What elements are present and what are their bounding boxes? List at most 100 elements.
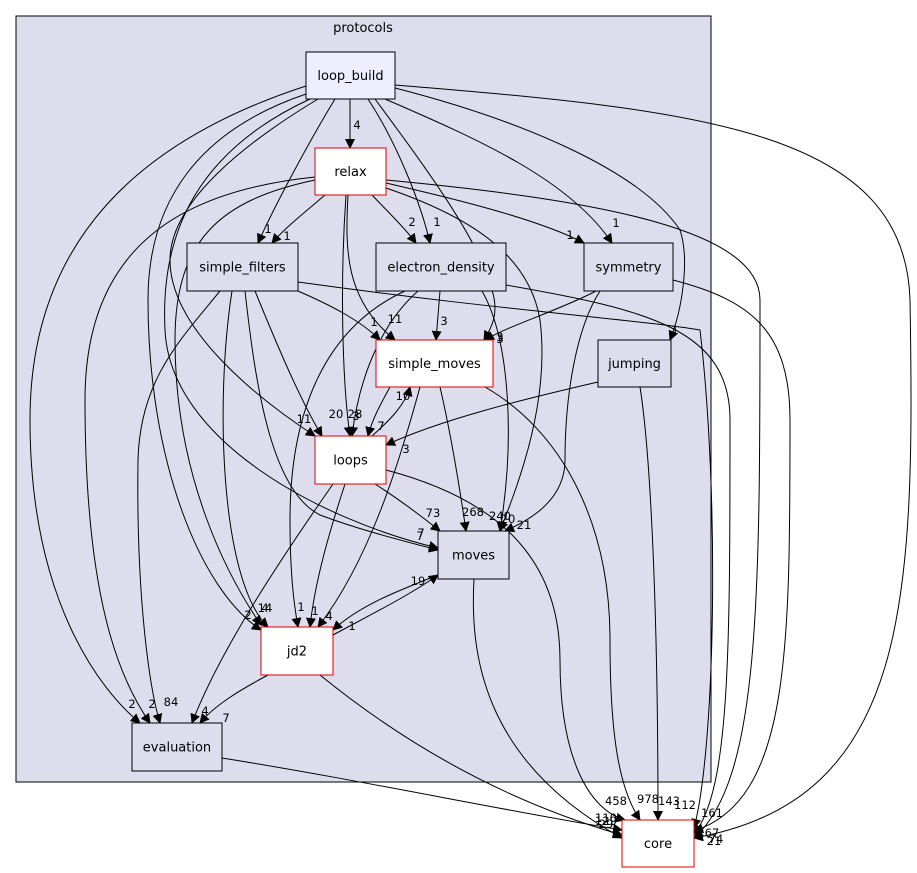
edge-label: 110 <box>595 811 617 825</box>
edge-label: 20 <box>329 407 344 421</box>
edge-relax-to-simple_filters: 1 <box>271 194 326 244</box>
node-box[interactable] <box>621 819 695 868</box>
edge-label: 129 <box>595 814 617 828</box>
edge-path <box>147 93 307 631</box>
edge-label: 2 <box>408 215 415 229</box>
edge-path <box>199 674 269 724</box>
node-box[interactable] <box>597 339 672 388</box>
node-label: moves <box>452 549 495 564</box>
node-label: simple_filters <box>199 261 286 276</box>
edge-jumping-to-core: 143 <box>639 386 680 821</box>
edge-simple_moves-to-loops: 7 <box>365 386 391 437</box>
node-symmetry[interactable]: symmetry <box>583 242 674 292</box>
edge-label: 4 <box>325 609 332 623</box>
edge-label: 4 <box>201 704 208 718</box>
node-box[interactable] <box>314 147 387 196</box>
node-label: evaluation <box>143 741 211 756</box>
edge-path <box>385 187 543 532</box>
node-relax[interactable]: relax <box>314 147 387 196</box>
edge-electron_density-to-simple_moves: 3 <box>431 290 448 341</box>
edge-path <box>484 386 641 821</box>
edge-path <box>190 483 334 724</box>
edge-label: 3 <box>440 314 447 328</box>
edge-symmetry-to-simple_moves: 3 <box>484 290 597 346</box>
edge-evaluation-to-core: 29 <box>221 757 623 834</box>
node-simple-moves[interactable]: simple_moves <box>375 339 494 388</box>
edge-path <box>385 182 585 244</box>
node-box[interactable] <box>375 242 507 292</box>
edge-loops-to-evaluation: 4 <box>190 483 334 724</box>
edge-path <box>394 87 685 341</box>
edge-loop_build-to-moves: 7 <box>164 98 439 551</box>
edge-path <box>384 98 613 244</box>
edge-path <box>305 483 346 628</box>
edge-path <box>174 179 316 626</box>
node-simple-filters[interactable]: simple_filters <box>186 242 299 292</box>
edge-label: 7 <box>377 419 384 433</box>
edge-symmetry-to-moves: 21 <box>504 290 601 532</box>
edge-simple_moves-to-core: 978 <box>484 386 659 821</box>
edge-path <box>254 290 323 437</box>
node-box[interactable] <box>186 242 299 292</box>
edge-simple_filters-to-moves: 7 <box>244 290 439 553</box>
edge-loop_build-to-jd2: 4 <box>147 93 307 631</box>
node-loop-build[interactable]: loop_build <box>305 51 396 100</box>
edge-path <box>244 290 439 553</box>
edge-label: 143 <box>658 794 680 808</box>
node-moves[interactable]: moves <box>437 530 510 580</box>
edge-label: 1 <box>612 216 619 230</box>
cluster-label: protocols <box>333 21 393 36</box>
edge-path <box>394 84 912 842</box>
node-loops[interactable]: loops <box>314 435 387 485</box>
edge-moves-to-jd2: 1 <box>332 574 439 633</box>
edge-label: 161 <box>701 806 723 820</box>
node-box[interactable] <box>314 435 387 485</box>
node-evaluation[interactable]: evaluation <box>131 722 223 772</box>
edge-label: 21 <box>707 834 722 848</box>
edge-simple_filters-to-simple_moves: 1 <box>297 290 381 341</box>
edge-label: 7 <box>417 526 424 540</box>
edge-label: 1 <box>348 619 355 633</box>
edge-relax-to-symmetry: 1 <box>385 182 585 244</box>
edge-electron_density-to-moves: 20 <box>481 290 516 532</box>
edge-label: 1 <box>566 228 573 242</box>
edge-label: 1 <box>297 600 304 614</box>
node-box[interactable] <box>131 722 223 772</box>
node-label: loop_build <box>317 69 383 84</box>
edge-label: 10 <box>396 389 411 403</box>
node-box[interactable] <box>437 530 510 580</box>
edge-path <box>439 386 470 532</box>
node-label: core <box>644 837 672 852</box>
edge-path <box>297 281 714 829</box>
node-box[interactable] <box>305 51 396 100</box>
edge-label: 2 <box>128 697 135 711</box>
edge-label: 20 <box>501 512 516 526</box>
node-box[interactable] <box>583 242 674 292</box>
edge-path <box>484 290 597 341</box>
node-jumping[interactable]: jumping <box>597 339 672 388</box>
edge-moves-to-core: 129 <box>472 578 623 839</box>
edge-path <box>385 469 626 823</box>
edge-path <box>371 386 413 437</box>
node-electron-density[interactable]: electron_density <box>375 242 507 292</box>
edge-jd2-to-core: 110 <box>319 674 623 838</box>
edge-path <box>332 574 439 636</box>
edge-path <box>271 194 326 244</box>
node-label: simple_moves <box>388 357 481 372</box>
edge-simple_filters-to-evaluation: 84 <box>137 290 221 724</box>
edge-path <box>342 194 354 437</box>
edge-path <box>29 85 307 724</box>
edge-label: 268 <box>462 505 484 519</box>
edge-label: 458 <box>605 794 627 808</box>
node-core[interactable]: core <box>621 819 695 868</box>
edge-label: 3 <box>352 409 359 423</box>
node-box[interactable] <box>260 626 334 676</box>
edge-label: 11 <box>297 412 312 426</box>
node-jd2[interactable]: jd2 <box>260 626 334 676</box>
edge-path <box>297 290 381 341</box>
node-box[interactable] <box>375 339 494 388</box>
edge-path <box>317 386 421 628</box>
edge-path <box>221 757 623 834</box>
node-label: electron_density <box>387 261 495 276</box>
